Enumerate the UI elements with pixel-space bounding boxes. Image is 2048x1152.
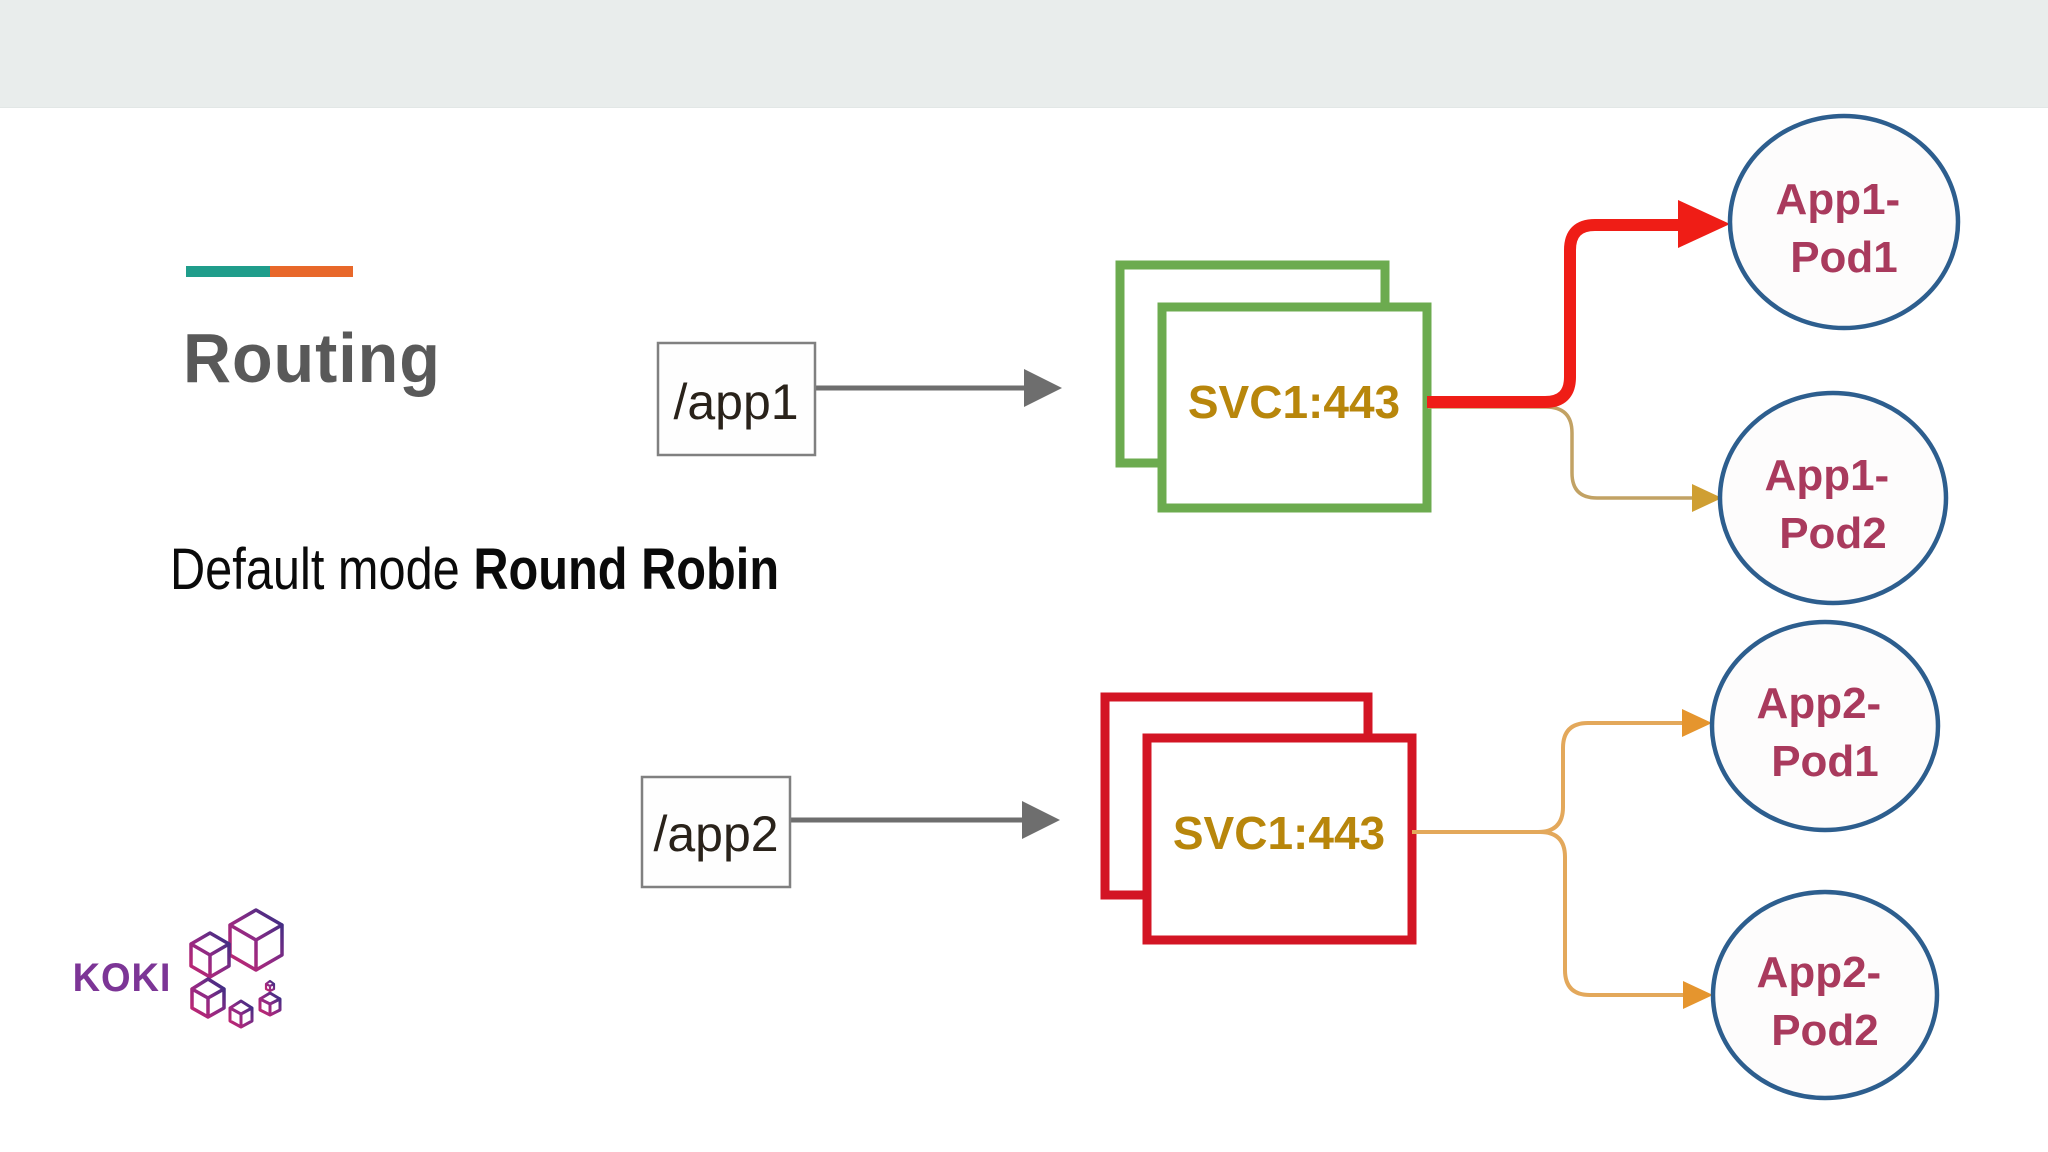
svc1-red-label: SVC1:443 [1173, 807, 1385, 859]
subtitle-regular: Default mode [170, 537, 474, 602]
app1-to-svc-arrowhead [1024, 369, 1062, 407]
cube-small-right [258, 991, 282, 1017]
cube-lower-left [190, 977, 226, 1019]
pod-circle-app2-pod1 [1709, 619, 1941, 833]
koki-cubes-icon [189, 908, 284, 1029]
page-title: Routing [183, 319, 441, 397]
subtitle-bold: Round Robin [473, 537, 780, 602]
cube-large [228, 908, 284, 972]
app2-route-label: /app2 [653, 806, 778, 862]
svc1-green-label: SVC1:443 [1188, 376, 1400, 428]
pod-label-line1: App1- [1776, 175, 1901, 224]
route-app1-pod1-active-line [1427, 219, 1680, 408]
svc1-red-front-box [1142, 733, 1417, 945]
pod-label-line1: App2- [1757, 948, 1882, 997]
pod-label-line1: App2- [1757, 679, 1882, 728]
route-app1-pod1-arrowhead [1678, 200, 1730, 248]
pod-label-line2: Pod2 [1771, 1006, 1879, 1055]
cube-tiny-top [264, 979, 276, 993]
pod-label-app2-pod1: App2- Pod1 [1757, 679, 1894, 786]
pod-label-line1: App1- [1765, 451, 1890, 500]
accent-bar-orange-segment [270, 266, 353, 277]
accent-bar [186, 266, 353, 277]
pod-label-app1-pod2: App1- Pod2 [1765, 451, 1902, 558]
pod-label-app1-pod1: App1- Pod1 [1776, 175, 1913, 282]
app1-route-box [656, 341, 817, 457]
route-app1-pod2-arrowhead [1692, 484, 1722, 512]
koki-logo: KOKI [70, 898, 298, 1058]
koki-logo-text: KOKI [72, 955, 172, 1000]
header-band [0, 0, 2048, 108]
pod-circle-app2-pod2 [1710, 889, 1940, 1101]
pod-label-line2: Pod2 [1779, 509, 1887, 558]
app2-route-box [640, 775, 792, 889]
route-app2-pod1-line [1412, 721, 1684, 834]
accent-bar-teal-segment [186, 266, 270, 277]
cube-medium-left [189, 931, 231, 979]
route-app2-pod2-line [1412, 830, 1685, 997]
pod-label-app2-pod2: App2- Pod2 [1757, 948, 1894, 1055]
pod-label-line2: Pod1 [1771, 737, 1879, 786]
route-app1-pod2-line [1428, 405, 1694, 500]
route-app2-pod2-arrowhead [1683, 981, 1713, 1009]
app1-route-label: /app1 [673, 374, 798, 430]
pod-label-line2: Pod1 [1790, 233, 1898, 282]
pod-circle-app1-pod1 [1727, 113, 1961, 331]
route-app2-pod1-arrowhead [1682, 709, 1712, 737]
cube-small-bottom [228, 999, 254, 1029]
pod-circle-app1-pod2 [1717, 390, 1949, 606]
subtitle: Default mode Round Robin [170, 536, 779, 603]
app2-to-svc-arrowhead [1022, 801, 1060, 839]
